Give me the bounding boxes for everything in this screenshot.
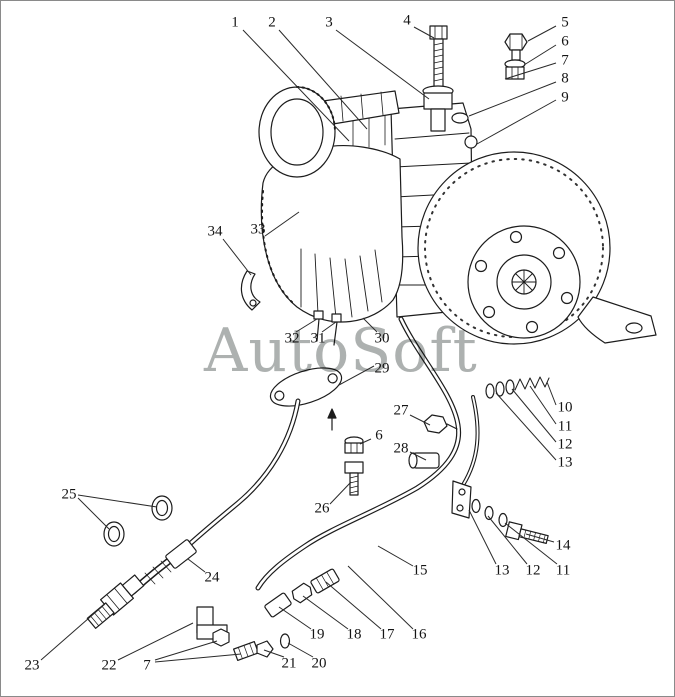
callout-4: 4 xyxy=(403,12,411,29)
callout-28: 28 xyxy=(393,440,409,457)
callout-20: 20 xyxy=(311,655,327,672)
callout-25: 25 xyxy=(61,486,77,503)
callout-26: 26 xyxy=(314,500,330,517)
watermark-text: AutoSoft xyxy=(204,316,478,386)
callout-9: 9 xyxy=(561,89,569,106)
callout-27: 27 xyxy=(393,402,409,419)
callout-13: 13 xyxy=(494,562,510,579)
callout-19: 19 xyxy=(309,626,325,643)
callout-10: 10 xyxy=(557,399,573,416)
callout-21: 21 xyxy=(281,655,297,672)
callout-2: 2 xyxy=(268,14,276,31)
callout-31: 31 xyxy=(310,330,326,347)
mounting-bracket xyxy=(240,270,261,311)
oil-drain-hose xyxy=(86,398,301,629)
callout-34: 34 xyxy=(207,223,223,240)
callout-1: 1 xyxy=(231,14,239,31)
bottom-fittings-cluster xyxy=(196,606,291,662)
callout-32: 32 xyxy=(284,330,300,347)
callout-22: 22 xyxy=(101,657,117,674)
callout-11: 11 xyxy=(557,418,573,435)
callout-29: 29 xyxy=(374,360,390,377)
callout-8: 8 xyxy=(561,70,569,87)
callout-12: 12 xyxy=(557,436,573,453)
nut-and-bolt xyxy=(327,408,364,496)
callout-7: 7 xyxy=(143,657,151,674)
callout-17: 17 xyxy=(379,626,395,643)
top-bolt-stack xyxy=(422,25,478,149)
callout-5: 5 xyxy=(561,14,569,31)
callout-30: 30 xyxy=(374,330,390,347)
callout-15: 15 xyxy=(412,562,428,579)
callout-16: 16 xyxy=(411,626,427,643)
callout-18: 18 xyxy=(346,626,362,643)
callout-6: 6 xyxy=(375,427,383,444)
top-right-fasteners xyxy=(504,33,528,80)
callout-12: 12 xyxy=(525,562,541,579)
compressor-inlet xyxy=(258,86,336,178)
callout-7: 7 xyxy=(561,52,569,69)
callout-14: 14 xyxy=(555,537,571,554)
callout-13: 13 xyxy=(557,454,573,471)
oil-supply-pipe xyxy=(255,316,480,591)
washer-spring-stack xyxy=(485,376,550,399)
callout-6: 6 xyxy=(561,33,569,50)
callout-23: 23 xyxy=(24,657,40,674)
bracket-washers-bolt xyxy=(451,480,549,545)
callout-3: 3 xyxy=(325,14,333,31)
oil-drain-flange xyxy=(269,310,343,407)
callout-33: 33 xyxy=(250,221,266,238)
turbine-housing xyxy=(417,151,657,345)
callout-24: 24 xyxy=(204,569,220,586)
callout-11: 11 xyxy=(555,562,571,579)
pipe-end-fittings xyxy=(264,568,340,618)
